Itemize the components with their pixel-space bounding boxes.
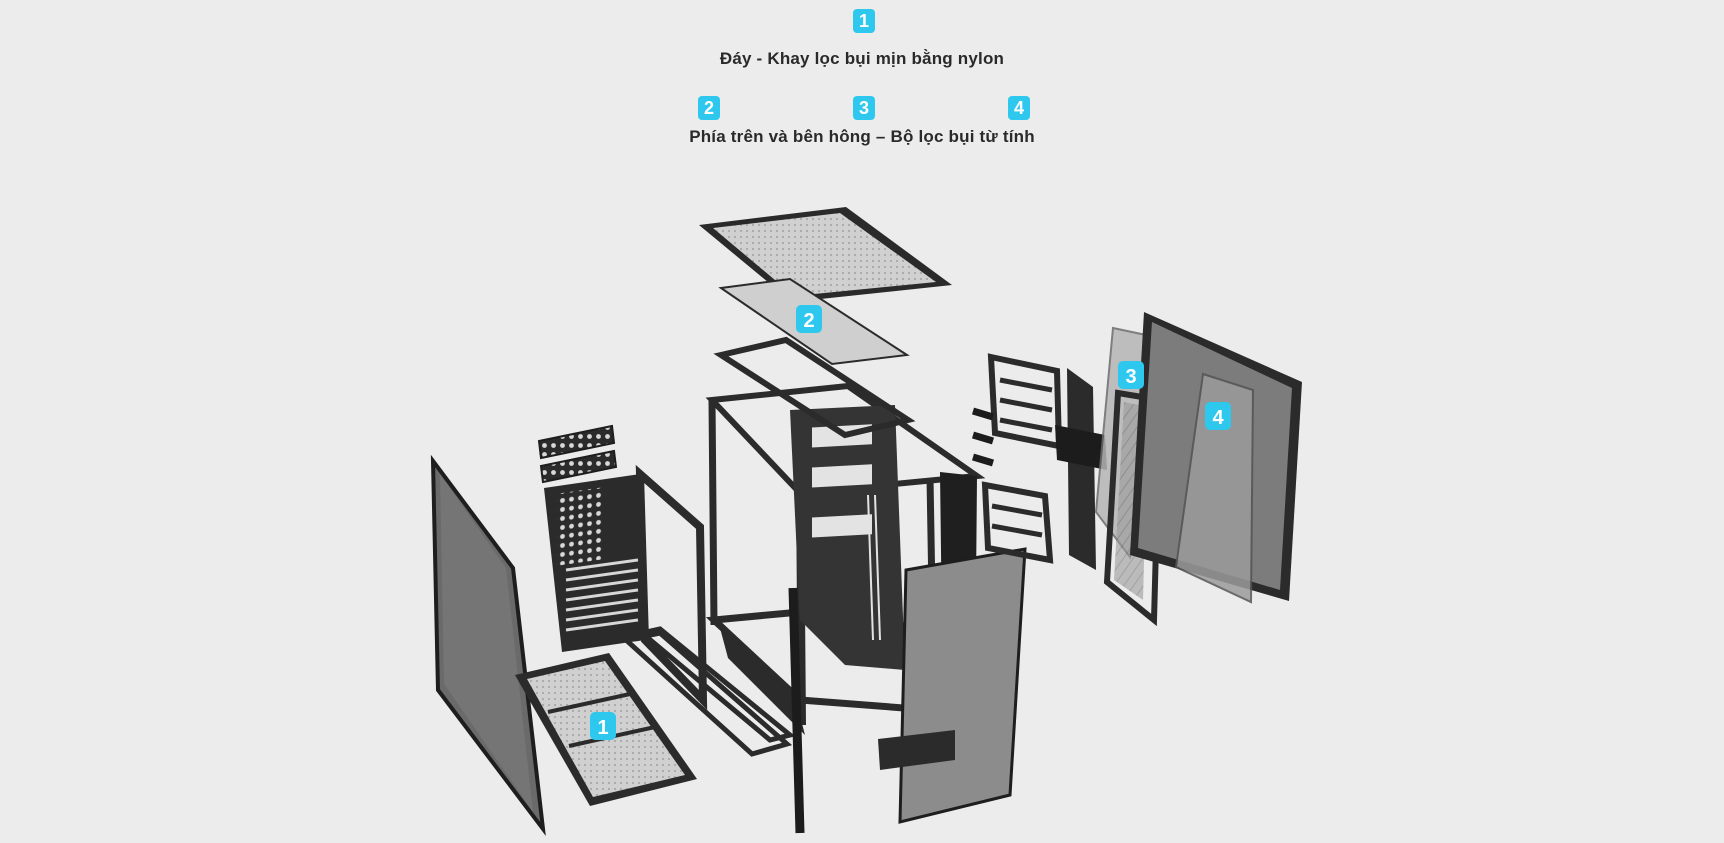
- rear-panel: [537, 424, 708, 711]
- bottom-rails: [620, 626, 796, 757]
- top-cover: [699, 207, 952, 302]
- legend-caption-top-side-filter: Phía trên và bên hông – Bộ lọc bụi từ tí…: [689, 127, 1035, 146]
- legend-badge-2: 2: [698, 96, 720, 120]
- svg-text:1: 1: [597, 717, 608, 739]
- legend-badge-3: 3: [853, 96, 875, 120]
- svg-text:2: 2: [803, 310, 814, 332]
- front-glass-panel: [878, 547, 1027, 824]
- legend-badge-1: 1: [853, 9, 875, 33]
- marker-badge-3: 3: [1118, 361, 1144, 389]
- vertical-support-bar: [788, 587, 805, 834]
- svg-text:3: 3: [1125, 366, 1136, 388]
- side-filter-outer: [1130, 312, 1302, 604]
- drive-cages: [971, 353, 1107, 570]
- legend-caption-bottom-filter: Đáy - Khay lọc bụi mịn bằng nylon: [719, 49, 1005, 68]
- main-chassis: [705, 336, 986, 735]
- svg-text:4: 4: [1212, 407, 1224, 429]
- marker-badge-4: 4: [1205, 402, 1231, 430]
- marker-badge-1: 1: [590, 712, 616, 740]
- left-glass-panel: [430, 454, 546, 837]
- legend-badge-4: 4: [1008, 96, 1030, 120]
- marker-badge-2: 2: [796, 305, 822, 333]
